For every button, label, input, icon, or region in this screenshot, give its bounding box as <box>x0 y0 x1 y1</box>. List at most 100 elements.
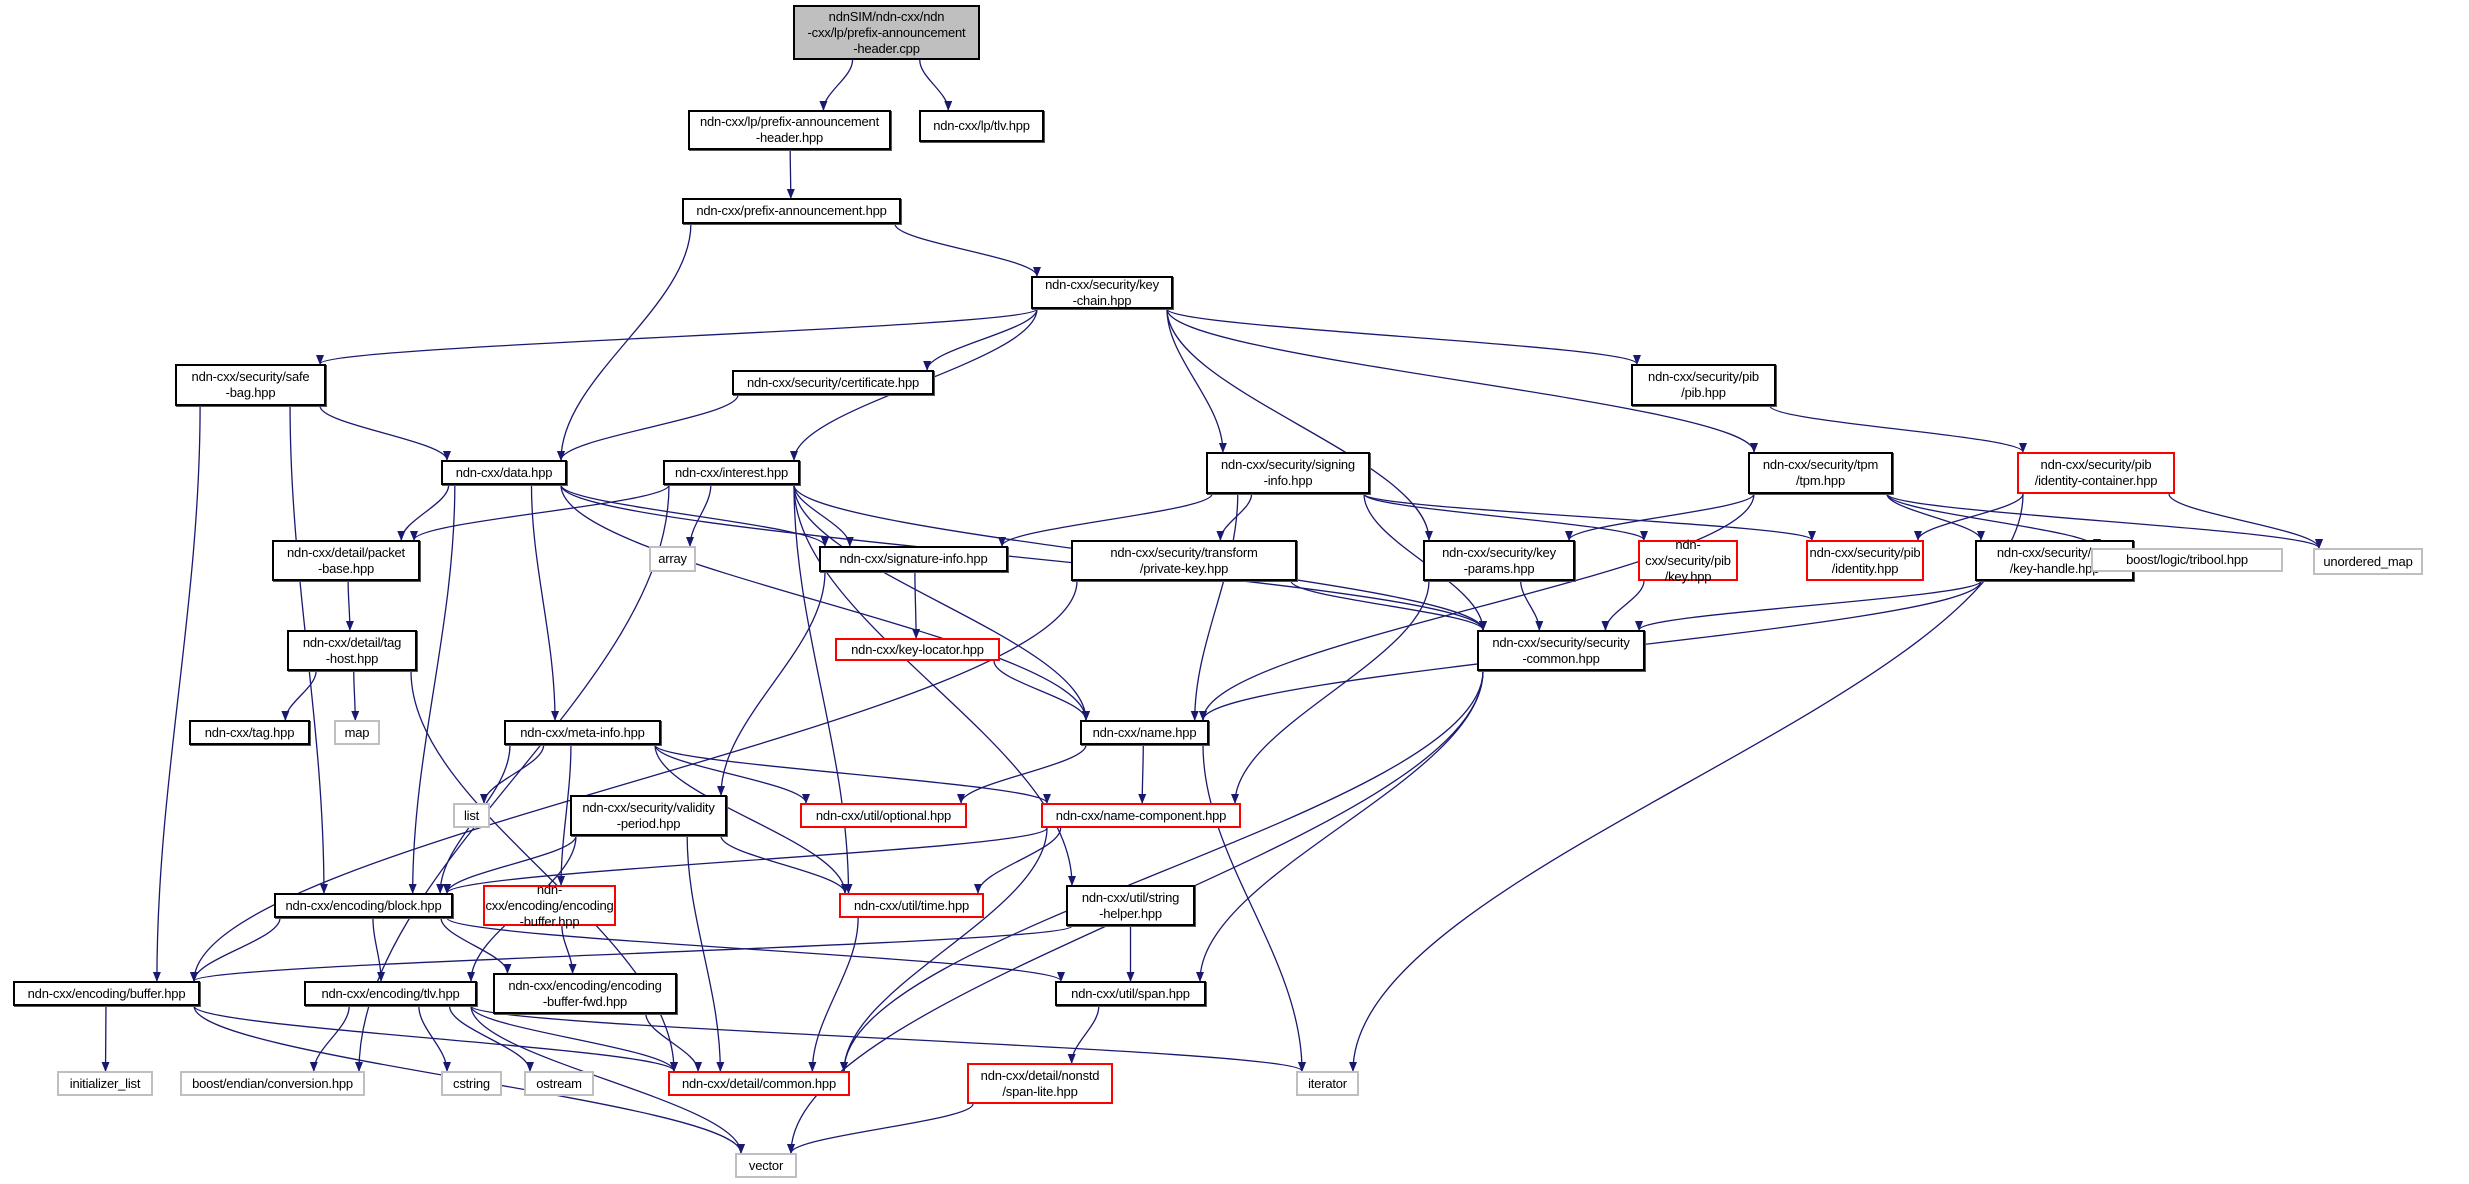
edge-root-to-lp-pah <box>819 59 854 111</box>
edge-idcontainer-to-iterator <box>1349 493 2024 1072</box>
node-taghost[interactable]: ndn-cxx/detail/tag -host.hpp <box>287 630 417 671</box>
node-tpm[interactable]: ndn-cxx/security/tpm /tpm.hpp <box>1748 452 1893 494</box>
node-span[interactable]: ndn-cxx/util/span.hpp <box>1055 981 1206 1006</box>
node-vector: vector <box>735 1153 797 1178</box>
edge-spanlite-to-vector <box>787 1103 974 1154</box>
edge-keyparams-to-seccommon <box>1520 580 1544 631</box>
edge-tpm-to-unordered-map <box>1886 493 2323 549</box>
edge-signing-to-name <box>1190 493 1239 721</box>
node-validity[interactable]: ndn-cxx/security/validity -period.hpp <box>570 795 727 836</box>
edge-keylocator-to-name <box>993 660 1090 721</box>
edge-metainfo-to-list <box>480 744 545 804</box>
node-namecomp[interactable]: ndn-cxx/name-component.hpp <box>1041 803 1241 828</box>
edge-data-to-packetbase <box>397 484 450 541</box>
node-signing[interactable]: ndn-cxx/security/signing -info.hpp <box>1206 452 1370 494</box>
node-stringhelper[interactable]: ndn-cxx/util/string -helper.hpp <box>1066 885 1195 926</box>
edge-keychain-to-safebag <box>316 308 1038 365</box>
edge-certificate-to-data <box>557 394 739 461</box>
edge-data-to-siginfo <box>560 484 829 547</box>
edge-data-to-name <box>560 484 1090 721</box>
edge-tpm-to-keyhandle <box>1886 493 1985 541</box>
node-lp-tlv[interactable]: ndn-cxx/lp/tlv.hpp <box>919 110 1044 142</box>
edge-privkey-to-buffer <box>190 580 1078 982</box>
node-optional[interactable]: ndn-cxx/util/optional.hpp <box>800 803 967 828</box>
node-keylocator[interactable]: ndn-cxx/key-locator.hpp <box>835 638 1000 661</box>
edge-siginfo-to-validity <box>717 571 826 796</box>
node-keyparams[interactable]: ndn-cxx/security/key -params.hpp <box>1423 540 1575 581</box>
edge-stringhelper-to-buffer <box>190 925 1073 982</box>
node-tribool: boost/logic/tribool.hpp <box>2091 548 2283 572</box>
edge-signing-to-siginfo <box>998 493 1213 547</box>
edge-seccommon-to-span <box>1196 670 1484 982</box>
node-tag[interactable]: ndn-cxx/tag.hpp <box>189 720 310 745</box>
node-keychain[interactable]: ndn-cxx/security/key -chain.hpp <box>1031 276 1173 309</box>
node-certificate[interactable]: ndn-cxx/security/certificate.hpp <box>732 370 934 395</box>
node-seccommon[interactable]: ndn-cxx/security/security -common.hpp <box>1477 630 1645 671</box>
edge-prefix-ann-to-keychain <box>894 223 1041 277</box>
node-privkey[interactable]: ndn-cxx/security/transform /private-key.… <box>1071 540 1297 581</box>
edge-tlv-to-cstring <box>418 1005 451 1072</box>
edge-data-to-metainfo <box>530 484 560 721</box>
node-pibkey[interactable]: ndn-cxx/security/pib /key.hpp <box>1638 537 1738 584</box>
node-prefix-ann[interactable]: ndn-cxx/prefix-announcement.hpp <box>682 198 901 224</box>
node-pib[interactable]: ndn-cxx/security/pib /pib.hpp <box>1631 364 1776 406</box>
edge-keychain-to-keyparams <box>1166 308 1433 541</box>
edge-tlv-to-common <box>470 1005 678 1072</box>
edge-tpm-to-name <box>1199 493 1755 721</box>
node-ostream: ostream <box>524 1071 594 1096</box>
node-encbuffer[interactable]: ndn-cxx/encoding/encoding -buffer.hpp <box>483 882 616 929</box>
node-idcontainer[interactable]: ndn-cxx/security/pib /identity-container… <box>2017 452 2175 494</box>
edge-name-to-optional <box>957 744 1087 804</box>
node-iterator: iterator <box>1296 1071 1359 1096</box>
edge-buffer-to-common <box>193 1005 678 1072</box>
edge-keyparams-to-namecomp <box>1231 580 1430 804</box>
edge-pibkey-to-seccommon <box>1601 580 1645 631</box>
edge-prefix-ann-to-data <box>557 223 692 461</box>
edge-signing-to-pibidentity <box>1363 493 1816 541</box>
node-common[interactable]: ndn-cxx/detail/common.hpp <box>668 1071 850 1096</box>
edge-namecomp-to-time <box>974 827 1062 894</box>
node-safebag[interactable]: ndn-cxx/security/safe -bag.hpp <box>175 364 326 406</box>
node-interest[interactable]: ndn-cxx/interest.hpp <box>663 460 800 485</box>
node-spanlite[interactable]: ndn-cxx/detail/nonstd /span-lite.hpp <box>967 1063 1113 1104</box>
edge-keychain-to-pib <box>1166 308 1641 365</box>
edge-packetbase-to-taghost <box>345 580 354 631</box>
node-data[interactable]: ndn-cxx/data.hpp <box>441 460 567 485</box>
edge-metainfo-to-time <box>654 744 849 894</box>
edge-interest-to-packetbase <box>410 484 670 541</box>
edge-idcontainer-to-pibidentity <box>1914 493 2024 541</box>
node-lp-pah[interactable]: ndn-cxx/lp/prefix-announcement -header.h… <box>688 110 891 150</box>
node-root[interactable]: ndnSIM/ndn-cxx/ndn -cxx/lp/prefix-announ… <box>793 5 980 60</box>
edge-interest-to-siginfo <box>793 484 854 547</box>
node-pibidentity[interactable]: ndn-cxx/security/pib /identity.hpp <box>1806 540 1924 581</box>
node-encbufferfwd[interactable]: ndn-cxx/encoding/encoding -buffer-fwd.hp… <box>493 973 677 1014</box>
node-array: array <box>649 546 696 572</box>
edge-taghost-to-tag <box>281 670 317 721</box>
edge-validity-to-time <box>720 835 849 894</box>
node-packetbase[interactable]: ndn-cxx/detail/packet -base.hpp <box>272 540 420 581</box>
edge-siginfo-to-keylocator <box>912 571 921 639</box>
edge-name-to-namecomp <box>1138 744 1147 804</box>
edge-interest-to-time <box>793 484 853 894</box>
node-boostendian: boost/endian/conversion.hpp <box>180 1071 365 1096</box>
node-tlv[interactable]: ndn-cxx/encoding/tlv.hpp <box>304 981 477 1006</box>
node-block[interactable]: ndn-cxx/encoding/block.hpp <box>274 893 453 918</box>
edge-safebag-to-buffer <box>152 405 201 982</box>
edge-tpm-to-keyparams <box>1565 493 1755 541</box>
node-buffer[interactable]: ndn-cxx/encoding/buffer.hpp <box>13 981 200 1006</box>
edge-metainfo-to-encbuffer <box>557 744 572 886</box>
edge-tlv-to-boostendian <box>309 1005 350 1072</box>
edge-pib-to-idcontainer <box>1769 405 2027 453</box>
node-name[interactable]: ndn-cxx/name.hpp <box>1080 720 1209 745</box>
edge-metainfo-to-namecomp <box>654 744 1051 804</box>
edge-idcontainer-to-unordered-map <box>2168 493 2323 549</box>
edge-namecomp-to-block <box>443 827 1048 894</box>
edge-block-to-encbufferfwd <box>440 917 512 974</box>
node-metainfo[interactable]: ndn-cxx/meta-info.hpp <box>504 720 661 745</box>
edge-privkey-to-seccommon <box>1290 580 1487 631</box>
node-time[interactable]: ndn-cxx/util/time.hpp <box>839 893 984 918</box>
node-initlist: initializer_list <box>57 1071 153 1096</box>
node-siginfo[interactable]: ndn-cxx/signature-info.hpp <box>819 546 1008 572</box>
edge-taghost-to-map <box>351 670 360 721</box>
